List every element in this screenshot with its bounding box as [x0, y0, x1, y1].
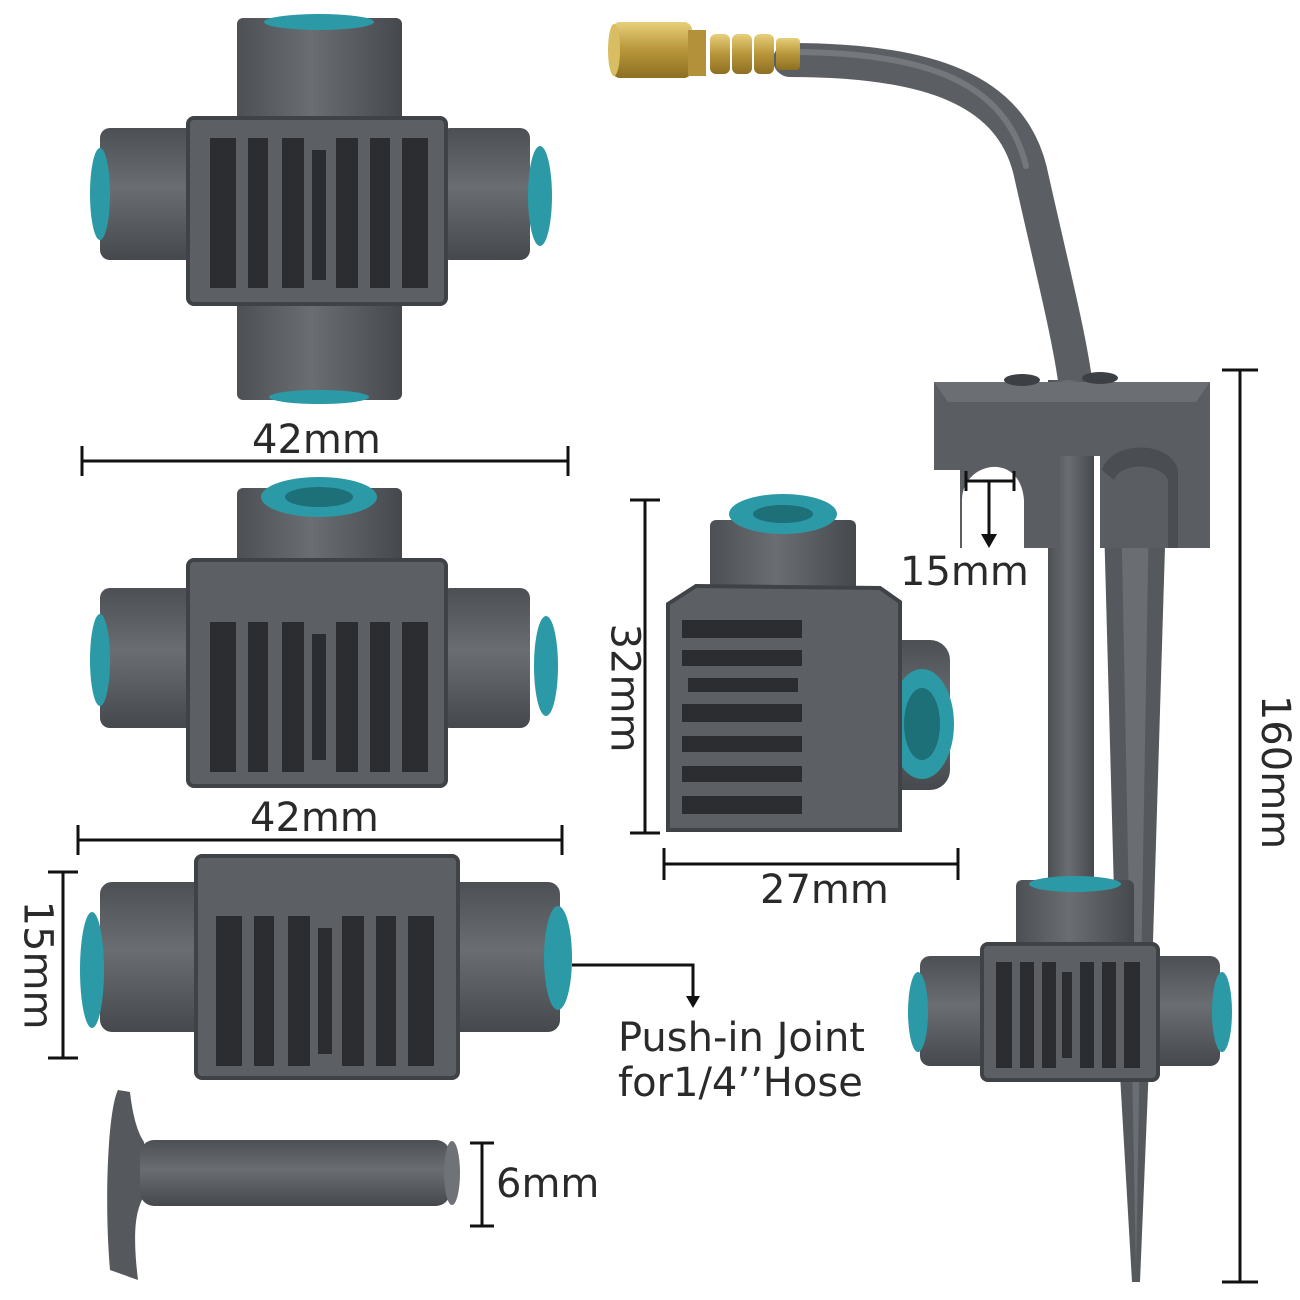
dimension-27mm	[662, 848, 960, 880]
dim-label-15mm-left: 15mm	[14, 900, 61, 1030]
dim-label-15mm-clip: 15mm	[900, 549, 1029, 595]
clip-arrowhead	[981, 534, 997, 548]
tee-connector	[90, 477, 558, 788]
straight-connector	[80, 854, 572, 1080]
dim-label-42mm-mid: 42mm	[250, 795, 379, 841]
dimension-42mm-top	[80, 446, 570, 476]
cross-connector	[90, 14, 552, 404]
dim-label-6mm: 6mm	[496, 1161, 600, 1207]
end-plug	[107, 1090, 460, 1280]
dimension-32mm	[630, 498, 660, 835]
dimension-6mm	[470, 1141, 494, 1228]
dim-label-160mm: 160mm	[1252, 694, 1299, 850]
push-in-leader	[572, 963, 695, 998]
dimension-15mm-left	[48, 870, 78, 1060]
dim-label-32mm: 32mm	[601, 623, 648, 753]
dimension-15mm-clip	[964, 471, 1016, 538]
dimension-42mm-mid	[76, 825, 564, 855]
elbow-connector	[666, 494, 954, 832]
mist-nozzle-stake	[608, 22, 1232, 1282]
dimension-160mm	[1222, 368, 1258, 1284]
push-in-joint-note: Push-in Joint for1/4’’Hose	[618, 1015, 865, 1106]
push-in-arrowhead	[686, 996, 700, 1008]
dim-label-27mm: 27mm	[760, 867, 889, 913]
dim-label-42mm-top: 42mm	[252, 417, 381, 463]
brass-nozzle	[608, 22, 800, 78]
